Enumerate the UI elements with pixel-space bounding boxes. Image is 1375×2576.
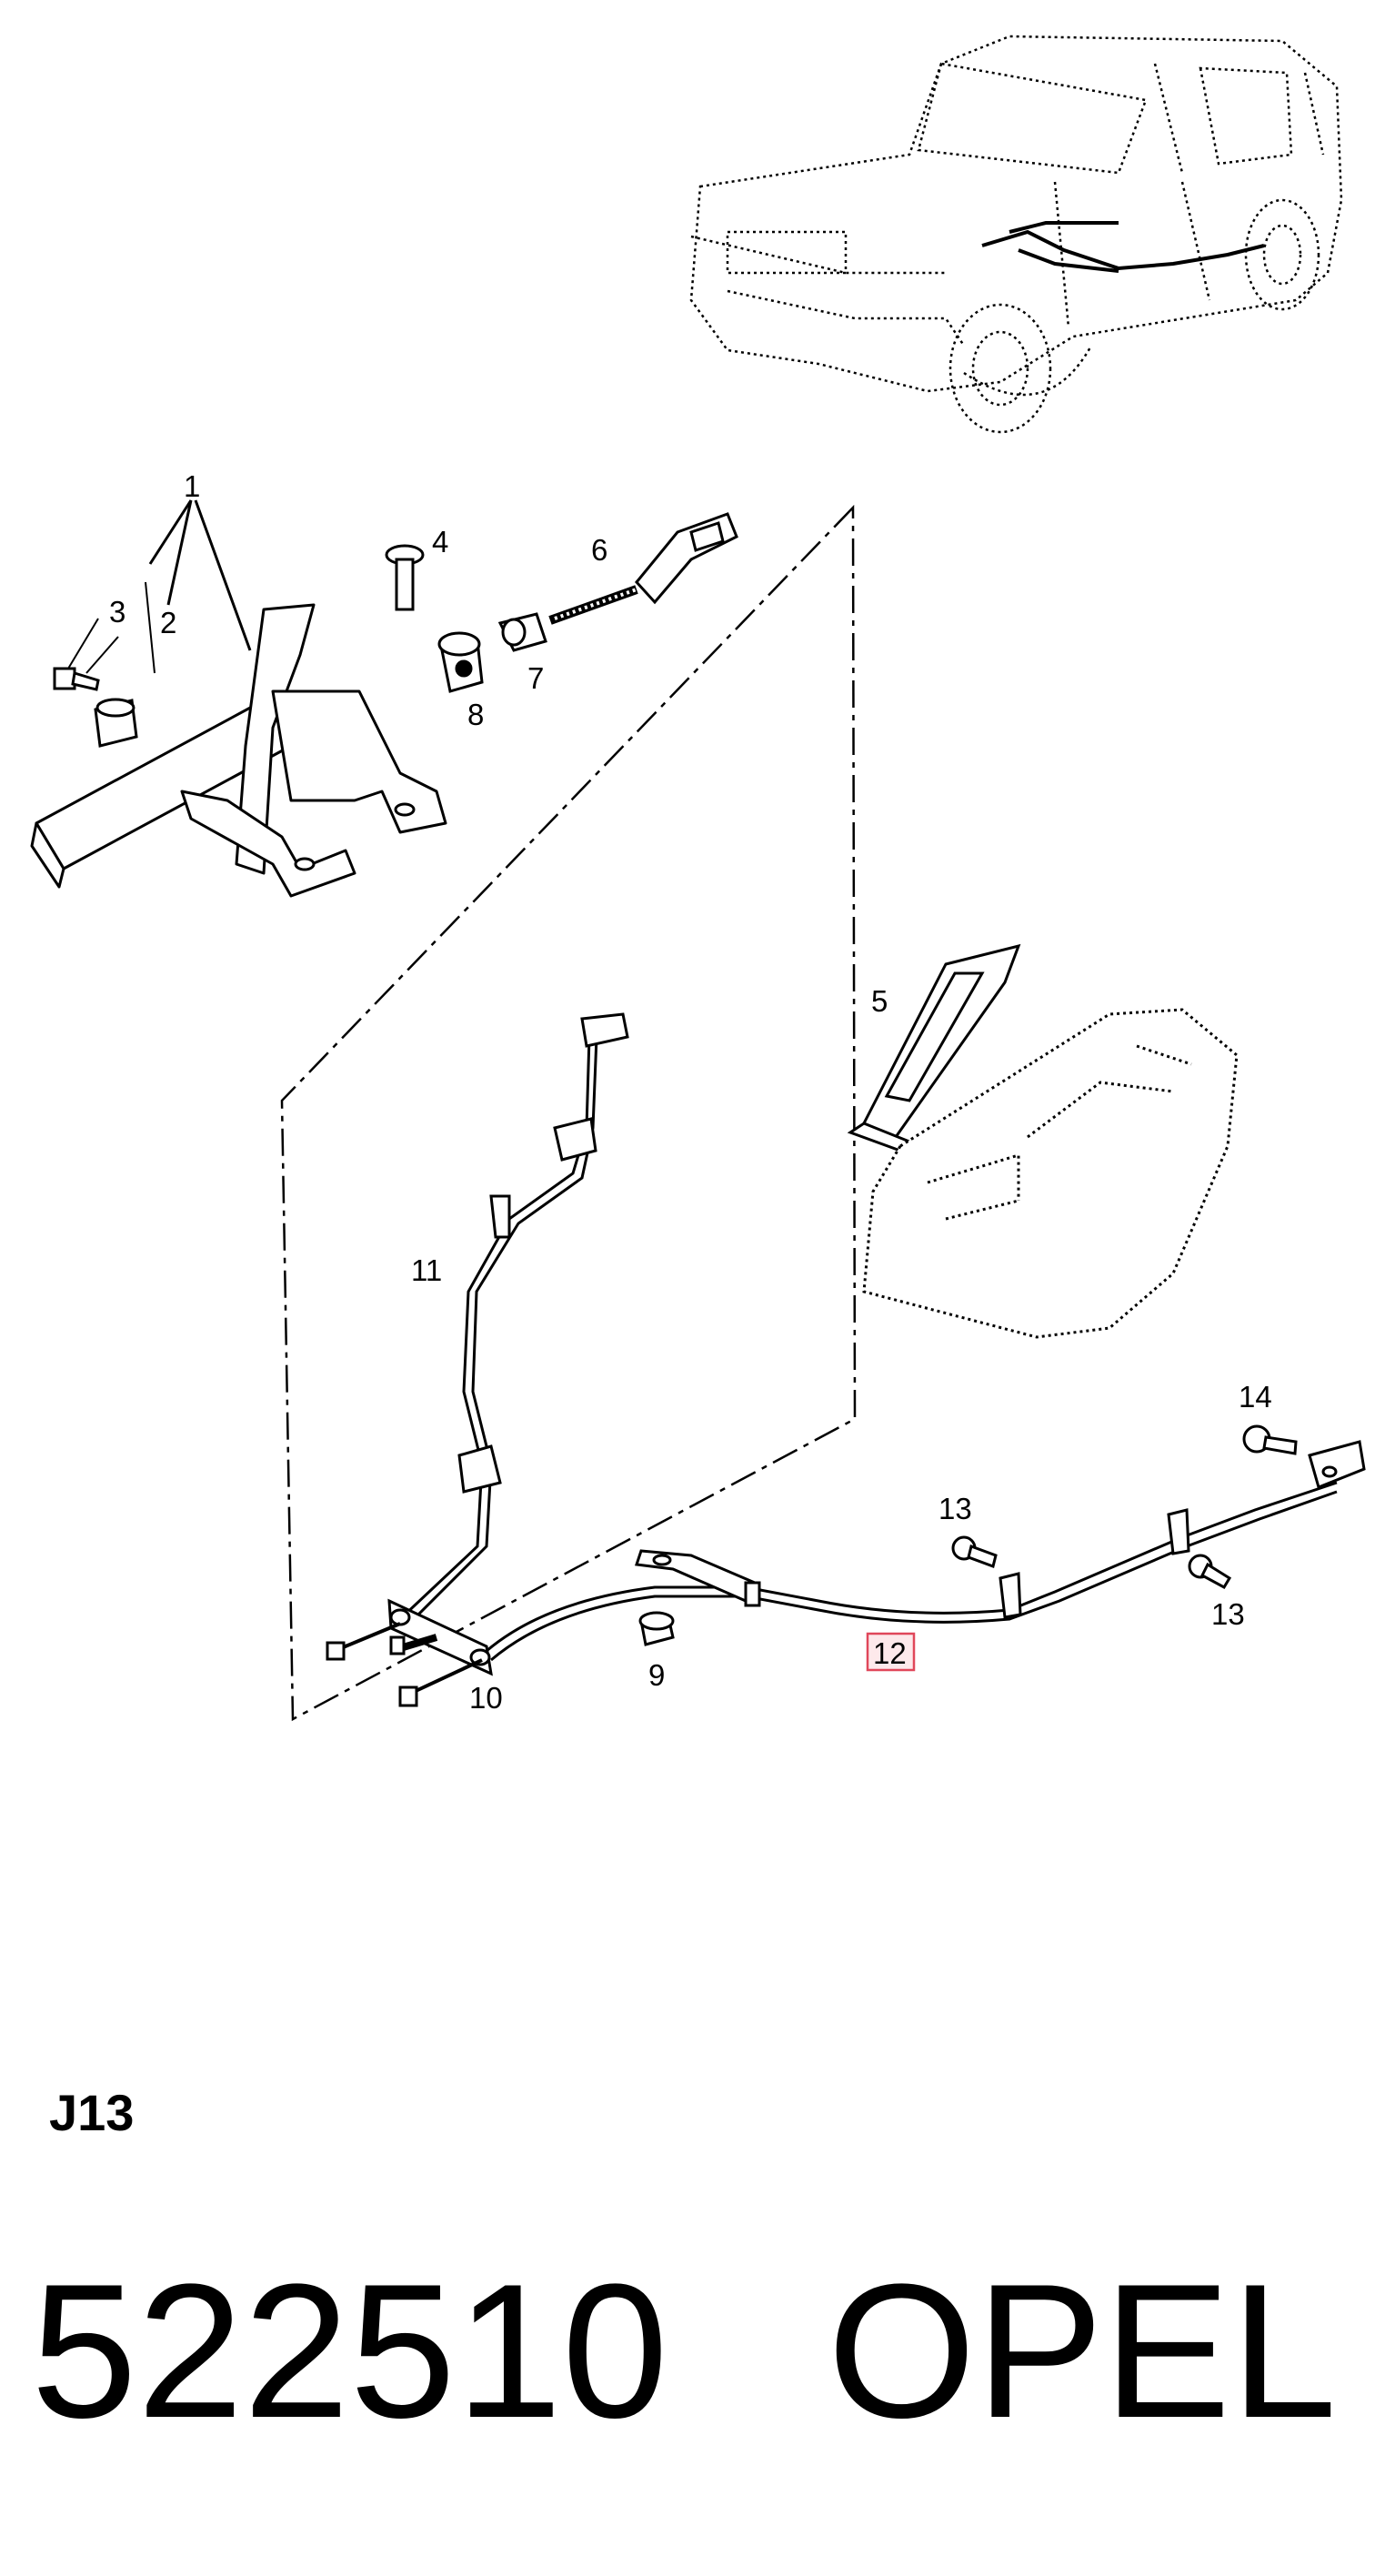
bushing [437,631,484,693]
bolt-14 [1242,1424,1298,1455]
clip-bolt [53,667,100,691]
callout-4: 4 [432,525,448,558]
callout-7: 7 [527,661,544,695]
part-number-brand: 522510 OPEL [31,2256,1337,2447]
callout-13-upper: 13 [938,1492,972,1525]
section-code: J13 [49,2084,135,2141]
cable-clip [94,698,138,748]
callout-3: 3 [109,595,125,629]
callout-13-lower: 13 [1211,1597,1245,1631]
part-number: 522510 [31,2244,668,2458]
collar [497,612,547,652]
callout-12-highlight [866,1632,916,1672]
nut [638,1611,675,1646]
callout-8: 8 [467,698,484,731]
vehicle-illustration [689,35,1343,434]
callout-5: 5 [871,984,888,1018]
callout-6: 6 [591,533,607,567]
callout-12: 12 [873,1636,907,1670]
bolt-13-upper [951,1535,998,1568]
brand-name: OPEL [827,2244,1338,2458]
callout-14: 14 [1239,1380,1272,1414]
bolt [385,544,425,611]
console-boot [847,943,1021,1152]
bolt-13-lower [1188,1554,1232,1590]
rear-brake-cable [486,1440,1366,1662]
cable-adjuster [548,512,738,625]
callout-9: 9 [648,1658,665,1692]
callout-11: 11 [411,1253,442,1287]
vehicle-brake-cable-locator [981,221,1265,273]
parking-brake-lever [30,603,447,898]
front-brake-cable [398,1012,629,1625]
leader-lines [67,499,252,674]
callout-1: 1 [184,469,200,503]
callout-2: 2 [160,606,176,639]
center-console [862,1008,1239,1339]
equalizer [326,1598,493,1707]
callout-10: 10 [469,1681,503,1715]
assembly-boundary [280,504,857,1722]
